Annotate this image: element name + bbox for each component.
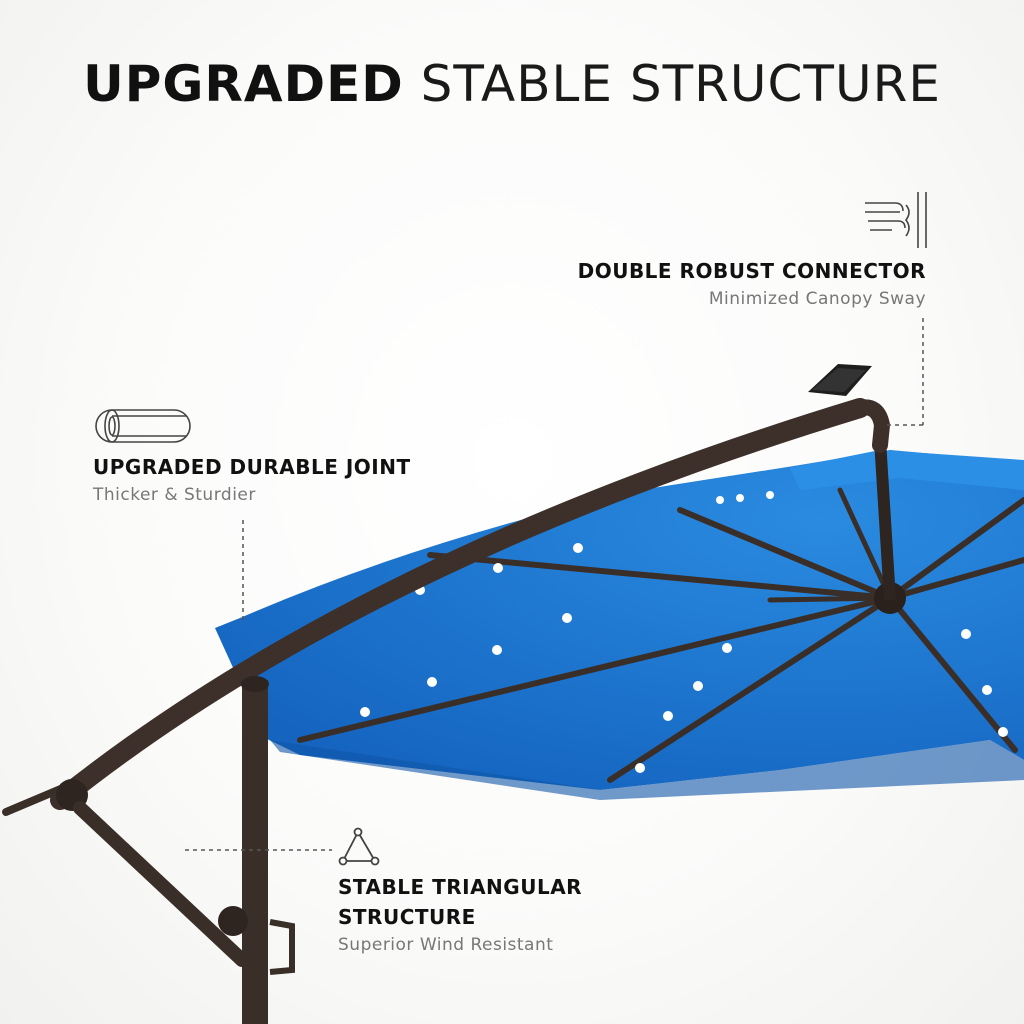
led-lights — [360, 491, 1008, 773]
main-pole — [242, 680, 268, 1024]
triangle-heading-line2: STRUCTURE — [338, 905, 476, 929]
triangle-structure-icon — [338, 827, 380, 866]
wind-connector-icon — [865, 192, 927, 248]
center-pole — [874, 439, 896, 601]
triangle-heading-line1: STABLE TRIANGULAR — [338, 875, 583, 899]
canopy-top — [790, 450, 1024, 490]
triangle-feature: STABLE TRIANGULAR STRUCTURE Superior Win… — [338, 872, 582, 958]
joint-subtext: Thicker & Sturdier — [93, 485, 256, 505]
pole-cap — [241, 676, 269, 692]
joint-heading: UPGRADED DURABLE JOINT — [93, 455, 411, 479]
brace-knob — [218, 906, 248, 936]
canopy — [215, 450, 1024, 790]
arm-end — [852, 399, 891, 453]
pole-handle — [269, 919, 295, 975]
solar-panel — [808, 364, 872, 396]
joint-feature: UPGRADED DURABLE JOINT Thicker & Sturdie… — [93, 452, 411, 508]
triangle-subtext: Superior Wind Resistant — [338, 935, 554, 955]
connector-feature: DOUBLE ROBUST CONNECTOR Minimized Canopy… — [578, 256, 926, 312]
leader-lines — [185, 318, 924, 851]
curved-arm — [50, 398, 870, 810]
connector-subtext: Minimized Canopy Sway — [708, 289, 926, 309]
page-title: UPGRADED STABLE STRUCTURE — [0, 55, 1024, 113]
pipe-tube-icon — [95, 409, 191, 443]
support-brace — [73, 801, 249, 967]
title-bold: UPGRADED — [83, 55, 404, 113]
connector-heading: DOUBLE ROBUST CONNECTOR — [577, 259, 926, 283]
title-light: STABLE STRUCTURE — [420, 55, 941, 113]
canopy-shade — [270, 740, 1024, 800]
